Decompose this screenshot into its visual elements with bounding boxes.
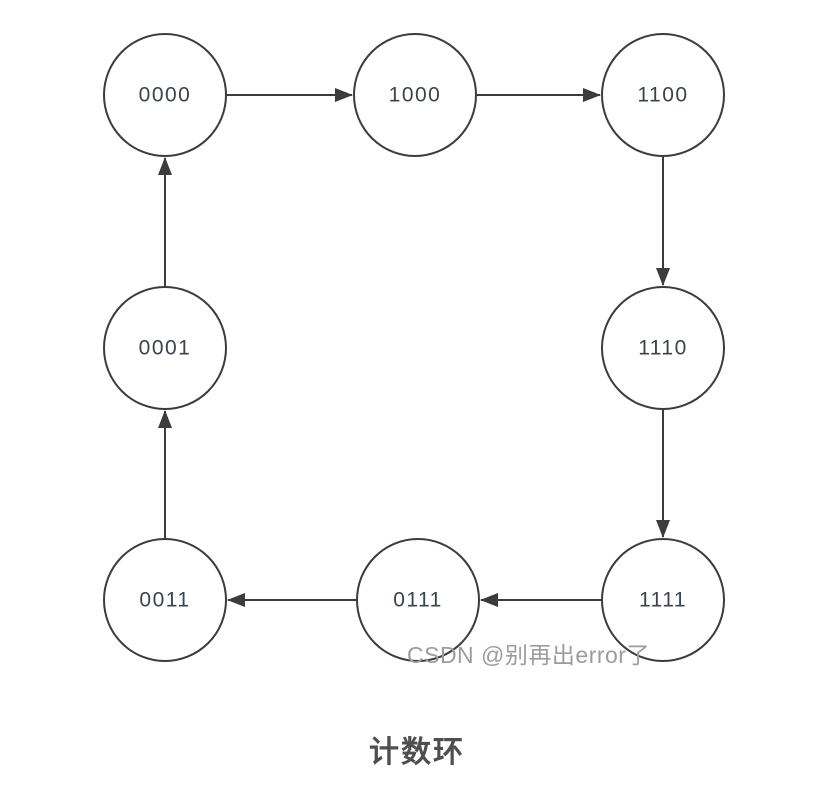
state-label-0011: 0011 [139,589,190,612]
state-circle-0011 [103,538,227,662]
state-circle-1000 [353,33,477,157]
state-circle-1100 [601,33,725,157]
state-label-1100: 1100 [637,84,688,107]
state-circle-1110 [601,286,725,410]
state-circle-0111 [356,538,480,662]
csdn-watermark: CSDN @别再出error了 [407,642,650,668]
state-node-0001: 0001 [103,286,227,410]
state-node-1100: 1100 [601,33,725,157]
state-node-1000: 1000 [353,33,477,157]
state-label-1111: 1111 [639,589,687,612]
state-node-0111: 0111 [356,538,480,662]
state-label-0000: 0000 [139,84,192,107]
state-circle-1111 [601,538,725,662]
state-circle-0000 [103,33,227,157]
state-node-0011: 0011 [103,538,227,662]
diagram-caption: 计数环 [369,736,465,769]
state-circle-0001 [103,286,227,410]
state-label-1000: 1000 [389,84,442,107]
state-node-0000: 0000 [103,33,227,157]
state-label-1110: 1110 [638,337,688,360]
state-node-1110: 1110 [601,286,725,410]
state-label-0111: 0111 [393,589,443,612]
state-diagram-svg: 0000 1000 1100 1110 1111 0111 0011 0001 [103,33,725,662]
state-node-1111: 1111 [601,538,725,662]
state-label-0001: 0001 [139,337,192,360]
